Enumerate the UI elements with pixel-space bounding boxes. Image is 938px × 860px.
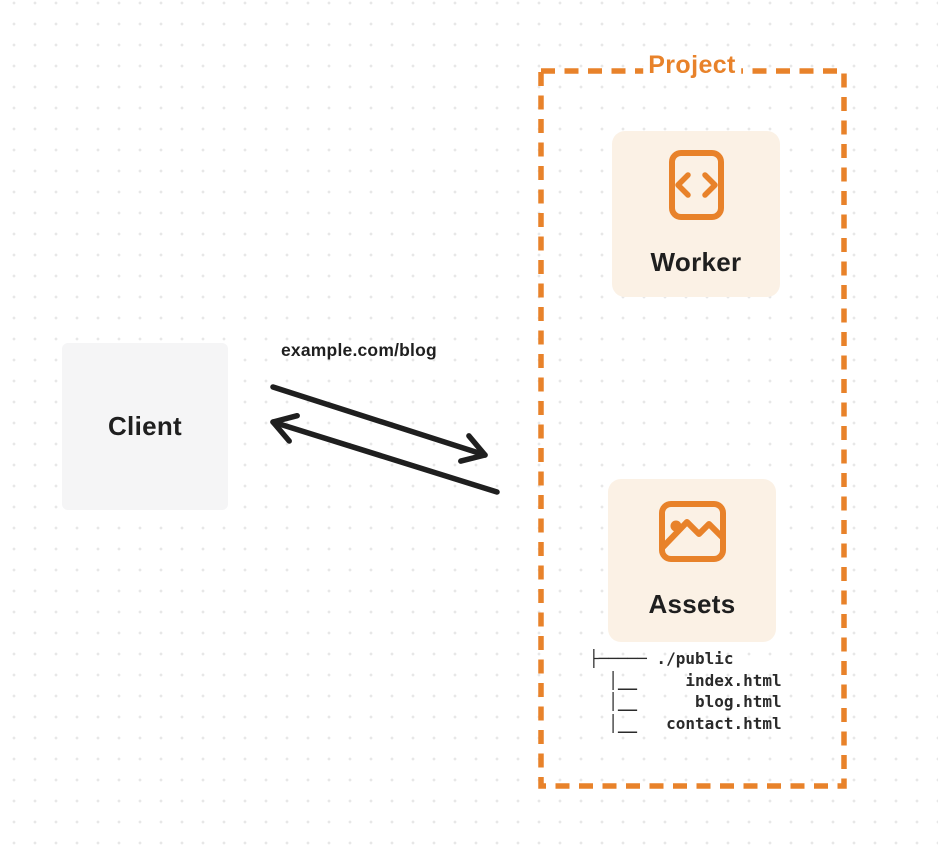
assets-label: Assets (648, 589, 736, 619)
worker-card: Worker (612, 131, 780, 297)
request-url-label: example.com/blog (281, 340, 437, 360)
assets-card: Assets (608, 479, 776, 642)
assets-file-tree: ├───── ./public │__ index.html │__ blog.… (589, 649, 782, 733)
code-file-icon (668, 150, 724, 220)
request-arrow (270, 384, 488, 464)
client-box: Client (62, 343, 228, 510)
worker-label: Worker (650, 247, 742, 277)
client-label: Client (107, 411, 183, 441)
image-icon (658, 501, 726, 562)
response-arrow (270, 412, 500, 495)
project-title: Project (643, 51, 741, 80)
